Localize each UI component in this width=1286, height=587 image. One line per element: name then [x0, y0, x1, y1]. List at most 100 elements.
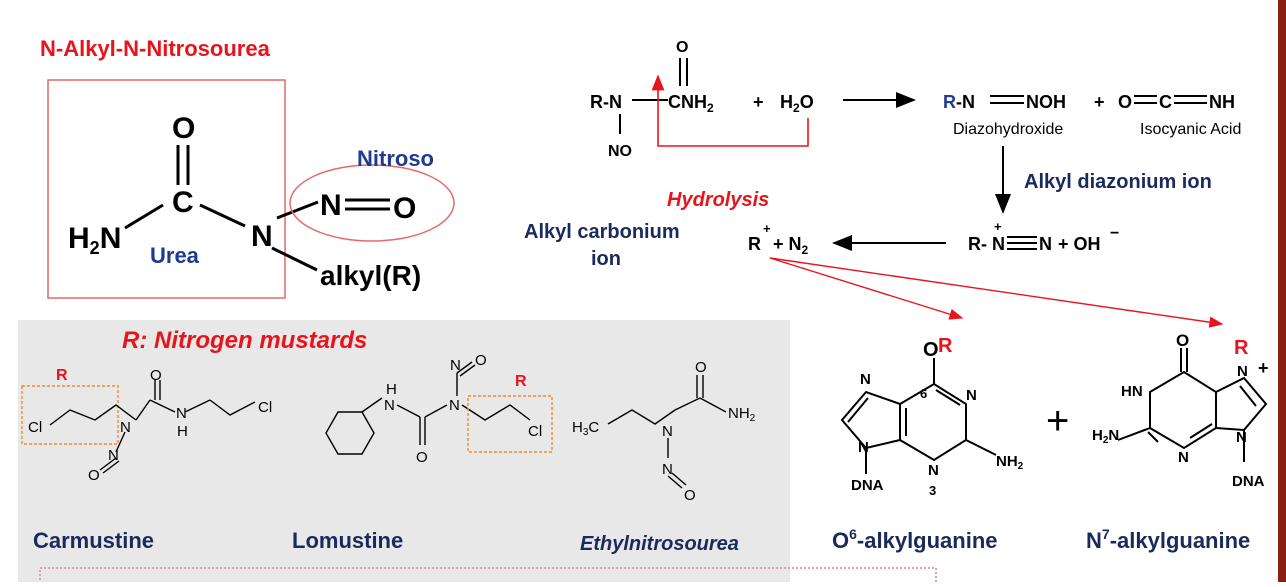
o6-n7: N: [860, 371, 871, 388]
o6-guanine-structure: [840, 358, 997, 474]
n7-guanine-structure: [1117, 348, 1268, 462]
urea-box: [47, 79, 286, 299]
alkyl-R-label: alkyl(R): [320, 260, 421, 291]
n7-carbonyl-O: O: [1176, 331, 1189, 350]
mustards-panel: [18, 320, 790, 582]
carmustine-n2: N: [108, 447, 119, 464]
carbonium-R: R: [748, 234, 761, 254]
lomustine-o: O: [416, 449, 428, 466]
carmustine-structure: [49, 380, 256, 474]
mech-plus-2: +: [1094, 92, 1105, 112]
lomustine-r-box: [467, 395, 553, 453]
o6-n3: N: [928, 462, 939, 479]
lomustine-o-nitroso: O: [475, 352, 487, 369]
ethylnitrosourea-n: N: [662, 423, 673, 440]
right-edge-bar: [1278, 0, 1286, 582]
n7-h2n: H2N: [1092, 427, 1119, 446]
guanine-plus: +: [1046, 399, 1069, 443]
lomustine-r-marker: R: [515, 373, 527, 390]
mustards-title: R: Nitrogen mustards: [122, 327, 367, 354]
mech-no: NO: [608, 143, 632, 160]
carmustine-cl-1: Cl: [28, 419, 42, 436]
ethylnitrosourea-n2: N: [662, 461, 673, 478]
carbonium-n2: + N2: [773, 234, 809, 257]
nitroso-O: O: [393, 192, 416, 225]
o6-nh2: NH2: [996, 453, 1024, 472]
ethylnitrosourea-o: O: [695, 359, 707, 376]
diazonium-R: R-: [968, 234, 987, 254]
carmustine-nh-n: N: [176, 405, 187, 422]
mech-h2o: H2O: [780, 92, 814, 115]
n7-plus: +: [1258, 358, 1269, 378]
carmustine-o: O: [150, 367, 162, 384]
o6-three: 3: [929, 483, 936, 498]
urea-h2n: H2N: [68, 222, 121, 258]
ethylnitrosourea-structure: [607, 375, 727, 489]
carmustine-nh-h: H: [177, 423, 188, 440]
carmustine-cl-2: Cl: [258, 399, 272, 416]
carmustine-r-marker: R: [56, 367, 68, 384]
carmustine-label: Carmustine: [33, 528, 154, 553]
urea-label: Urea: [150, 243, 200, 268]
diazonium-minus: −: [1110, 225, 1119, 242]
isocyanic-C: C: [1159, 92, 1172, 112]
carmustine-r-box: [21, 385, 119, 445]
n7-n3: N: [1178, 449, 1189, 466]
diazohydroxide-label: Diazohydroxide: [953, 121, 1063, 138]
carmustine-n: N: [120, 419, 131, 436]
o6-O: O: [923, 339, 939, 361]
carbonium-plus: +: [763, 221, 771, 236]
lomustine-label: Lomustine: [292, 528, 403, 553]
ethylnitrosourea-o2: O: [684, 487, 696, 504]
isocyanic-acid-label: Isocyanic Acid: [1140, 121, 1241, 138]
n7-dna: DNA: [1232, 473, 1265, 490]
n7-N-top: N: [1237, 363, 1248, 380]
ethylnitrosourea-h3c: H3C: [572, 419, 599, 438]
n7-hn: HN: [1121, 383, 1143, 400]
diazonium-plus-charge: +: [994, 219, 1002, 234]
red-arrow-to-o6: [769, 257, 964, 320]
red-arrow-to-n7: [769, 257, 1224, 328]
lomustine-nh-h: H: [386, 381, 397, 398]
nitroso-label: Nitroso: [357, 146, 434, 171]
o6-six: 6: [920, 386, 927, 401]
urea-atom-C: C: [172, 186, 194, 219]
mech-r-n: R-N: [590, 92, 622, 112]
o6-alkylguanine-label: O6-alkylguanine: [832, 526, 998, 553]
hydrolysis-bracket: [651, 74, 809, 147]
diazo-noh: NOH: [1026, 92, 1066, 112]
urea-atom-N: N: [251, 220, 273, 253]
carbonium-label-1: Alkyl carbonium: [524, 221, 680, 243]
carmustine-o2: O: [88, 467, 100, 484]
mech-carbonyl-O: O: [676, 39, 688, 56]
title: N-Alkyl-N-Nitrosourea: [40, 36, 271, 61]
o6-dna: DNA: [851, 477, 884, 494]
diazo-formula: R-N: [943, 92, 975, 112]
nitroso-ellipse: [289, 164, 455, 242]
lomustine-nh-n: N: [384, 397, 395, 414]
mech-cnh2: CNH2: [668, 92, 714, 115]
n7-n9: N: [1236, 429, 1247, 446]
lomustine-n: N: [449, 397, 460, 414]
diazonium-N1: N: [992, 234, 1005, 254]
mech-plus-1: +: [753, 92, 764, 112]
lomustine-structure: [325, 361, 531, 455]
o6-n9: N: [858, 439, 869, 456]
lomustine-cl: Cl: [528, 423, 542, 440]
n7-alkylguanine-label: N7-alkylguanine: [1086, 526, 1250, 553]
ethylnitrosourea-nh2: NH2: [728, 405, 756, 424]
lomustine-n-nitroso: N: [450, 357, 461, 374]
isocyanic-NH: NH: [1209, 92, 1235, 112]
urea-atom-O: O: [172, 112, 195, 145]
isocyanic-O: O: [1118, 92, 1132, 112]
alkyl-diazonium-label: Alkyl diazonium ion: [1024, 171, 1212, 193]
urea-structure: [124, 145, 390, 272]
o6-R: R: [938, 335, 953, 357]
hydrolysis-label: Hydrolysis: [667, 189, 769, 211]
ethylnitrosourea-label: Ethylnitrosourea: [580, 533, 739, 555]
o6-n1: N: [966, 387, 977, 404]
diazonium-N2: N: [1039, 234, 1052, 254]
nitroso-N: N: [320, 189, 342, 222]
